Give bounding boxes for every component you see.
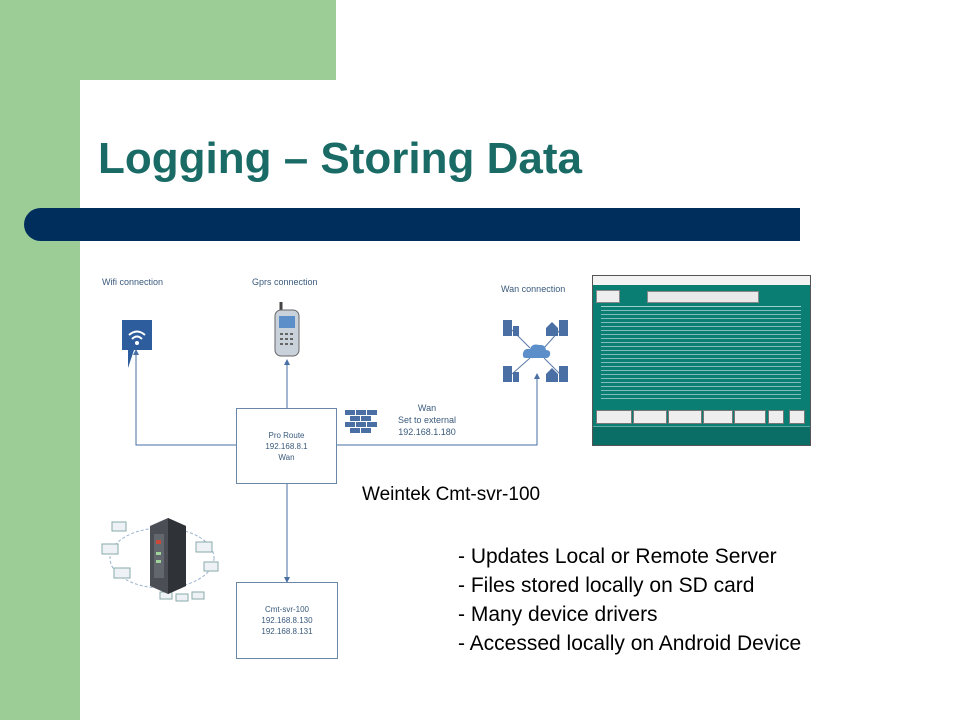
gprs-connection-label: Gprs connection bbox=[252, 277, 318, 287]
hmi-button-4 bbox=[703, 410, 733, 424]
cloud-network-icon bbox=[503, 320, 568, 382]
wan-note-line1: Wan bbox=[417, 403, 437, 413]
title-underline-bar bbox=[24, 208, 800, 241]
wan-settings-note: Wan Set to external 192.168.1.180 bbox=[380, 402, 474, 438]
hmi-titlebar bbox=[593, 276, 810, 285]
server-box: Cmt-svr-100 192.168.8.130 192.168.8.131 bbox=[236, 582, 338, 659]
hmi-data-table bbox=[601, 306, 801, 402]
hmi-button-1 bbox=[596, 410, 632, 424]
hmi-button-5 bbox=[734, 410, 766, 424]
feature-item: - Updates Local or Remote Server bbox=[458, 545, 777, 568]
green-accent-left bbox=[0, 0, 80, 720]
wan-connection-label: Wan connection bbox=[501, 284, 566, 294]
router-wan: Wan bbox=[278, 452, 295, 462]
firewall-icon bbox=[345, 410, 377, 433]
server-ip-1: 192.168.8.130 bbox=[261, 616, 313, 625]
hmi-header bbox=[647, 291, 759, 303]
hmi-footer bbox=[593, 426, 810, 445]
hmi-button-7 bbox=[789, 410, 805, 424]
hmi-button-3 bbox=[668, 410, 702, 424]
hmi-button-2 bbox=[633, 410, 667, 424]
content-corner bbox=[80, 80, 200, 200]
feature-list: - Updates Local or Remote Server - Files… bbox=[458, 542, 801, 658]
wan-note-line2: Set to external bbox=[397, 415, 457, 425]
wifi-connection-label: Wifi connection bbox=[102, 277, 164, 287]
wan-note-line3: 192.168.1.180 bbox=[398, 427, 456, 437]
mobile-phone-icon bbox=[274, 302, 300, 357]
hmi-screenshot bbox=[592, 275, 811, 446]
hmi-button-6 bbox=[768, 410, 784, 424]
router-box: Pro Route 192.168.8.1 Wan bbox=[236, 408, 337, 484]
slide-title: Logging – Storing Data bbox=[98, 134, 582, 183]
feature-item: - Many device drivers bbox=[458, 603, 658, 626]
server-device-icon bbox=[101, 518, 219, 602]
product-subtitle: Weintek Cmt-svr-100 bbox=[362, 484, 541, 505]
router-name: Pro Route bbox=[268, 430, 305, 440]
feature-item: - Files stored locally on SD card bbox=[458, 574, 755, 597]
router-ip: 192.168.8.1 bbox=[265, 441, 308, 451]
server-name: Cmt-svr-100 bbox=[264, 605, 309, 614]
wifi-icon bbox=[122, 320, 152, 368]
hmi-logo bbox=[596, 290, 620, 303]
server-ip-2: 192.168.8.131 bbox=[261, 627, 313, 636]
feature-item: - Accessed locally on Android Device bbox=[458, 632, 802, 655]
